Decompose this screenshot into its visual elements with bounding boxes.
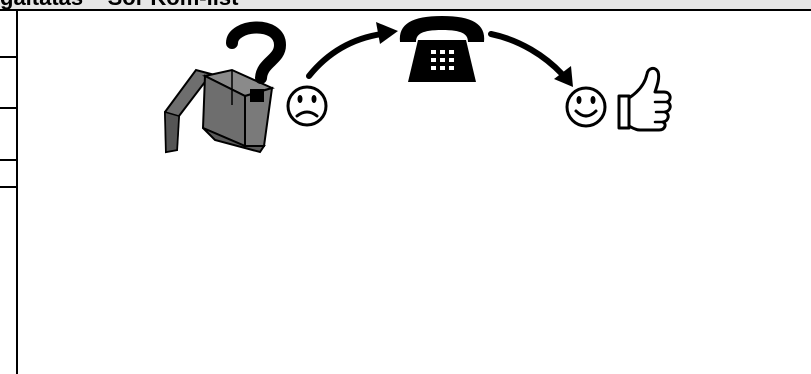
thumbs-up-icon (619, 68, 670, 130)
open-box-icon (165, 70, 272, 152)
telephone-icon (400, 16, 484, 82)
curved-arrow-icon (491, 34, 573, 87)
curved-arrow-icon (309, 22, 398, 76)
happy-face-icon (567, 88, 605, 126)
sad-face-icon (288, 87, 326, 125)
